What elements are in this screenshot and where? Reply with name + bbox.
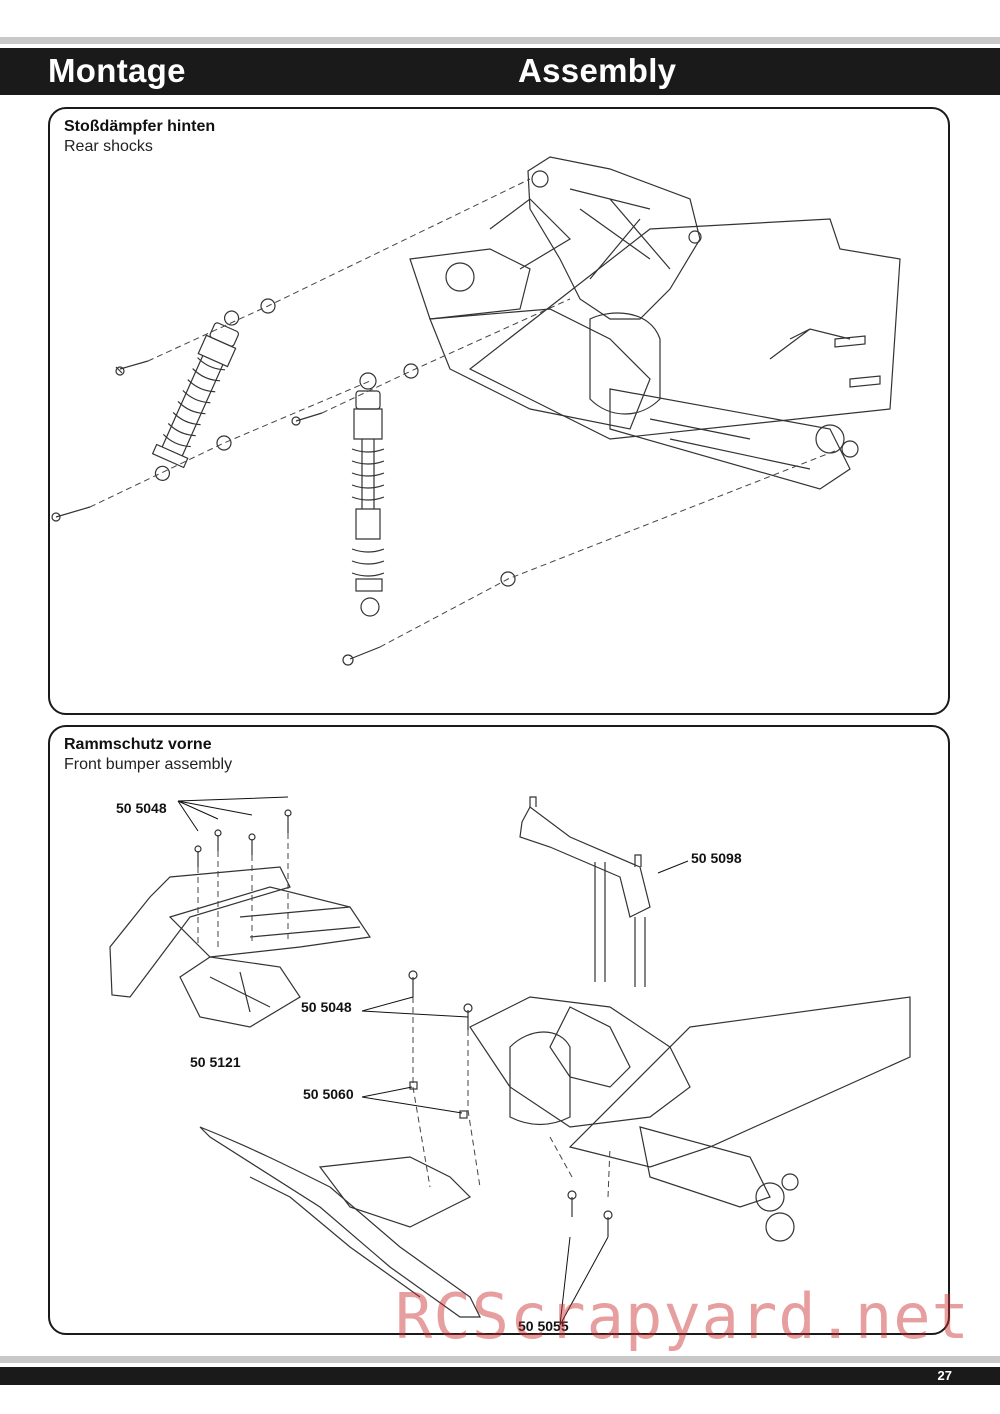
part-label-skid-plate: 50 5121 xyxy=(190,1054,241,1070)
part-label-body-post: 50 5098 xyxy=(691,850,742,866)
part-label-nuts: 50 5060 xyxy=(303,1086,354,1102)
part-label-screws-mid: 50 5048 xyxy=(301,999,352,1015)
front-bumper-panel: Rammschutz vorne Front bumper assembly xyxy=(48,725,950,1335)
page-header: Montage Assembly xyxy=(0,48,1000,95)
page-footer: 27 xyxy=(0,1367,1000,1385)
header-title-de: Montage xyxy=(48,52,186,89)
front-bumper-subtitle: Front bumper assembly xyxy=(64,756,233,773)
rear-shocks-subtitle: Rear shocks xyxy=(64,138,153,155)
top-rule xyxy=(0,37,1000,44)
rear-shocks-title: Stoßdämpfer hinten xyxy=(64,118,216,135)
header-title-en: Assembly xyxy=(518,52,677,89)
rear-shocks-illustration xyxy=(51,156,901,666)
part-label-screws-bottom: 50 5055 xyxy=(518,1318,569,1334)
part-label-screws-top: 50 5048 xyxy=(116,800,167,816)
watermark: RCScrapyard.net xyxy=(395,1280,970,1353)
rear-shocks-panel: Stoßdämpfer hinten Rear shocks xyxy=(48,107,950,715)
bottom-rule xyxy=(0,1356,1000,1363)
page-number: 27 xyxy=(937,1368,952,1383)
front-bumper-illustration xyxy=(109,796,911,1326)
front-bumper-title: Rammschutz vorne xyxy=(64,736,212,753)
